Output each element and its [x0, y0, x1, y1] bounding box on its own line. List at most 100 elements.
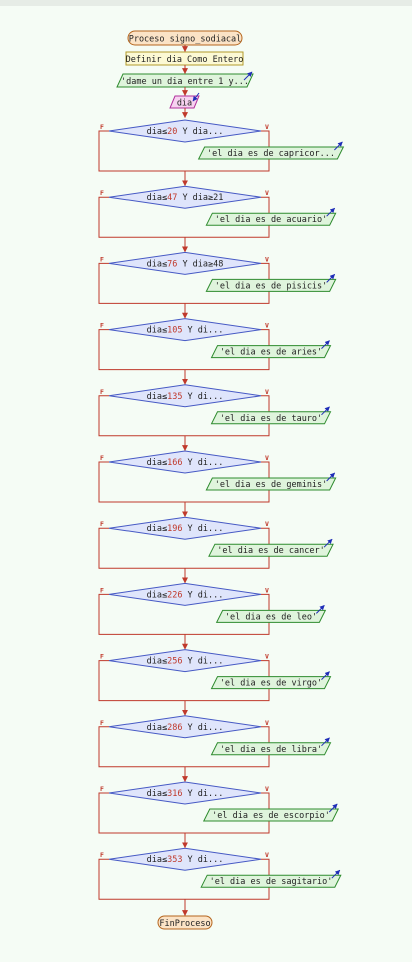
decision-condition: dia≤256 Y di...: [147, 657, 224, 667]
false-label: F: [100, 123, 104, 131]
condition-number: 256: [167, 657, 182, 667]
output-text: 'el dia es de sagitario': [210, 877, 333, 887]
condition-suffix: Y dia...: [177, 127, 223, 137]
output-text: 'el dia es de pisicis': [215, 281, 328, 291]
start-label: Proceso signo_sodiacal: [129, 35, 242, 45]
true-label: V: [265, 322, 269, 330]
true-label: V: [265, 653, 269, 661]
false-branch-line: [98, 858, 185, 900]
output-text: 'el dia es de libra': [220, 745, 322, 755]
output-text: 'el dia es de cancer': [217, 546, 324, 556]
condition-prefix: dia≤: [147, 855, 167, 865]
true-label: V: [265, 388, 269, 396]
condition-prefix: dia≤: [147, 326, 167, 336]
condition-prefix: dia≤: [147, 789, 167, 799]
decision-condition: dia≤166 Y di...: [147, 458, 224, 468]
condition-number: 105: [167, 326, 182, 336]
prompt-label: 'dame un dia entre 1 y...: [121, 77, 249, 87]
false-label: F: [100, 520, 104, 528]
read-label: dia: [177, 99, 192, 109]
condition-prefix: dia≤: [147, 127, 167, 137]
decision-condition: dia≤135 Y di...: [147, 392, 224, 402]
decision-condition: dia≤76 Y dia≥48: [147, 259, 224, 269]
output-arrow-icon: [331, 869, 341, 879]
false-label: F: [100, 785, 104, 793]
condition-suffix: Y dia≥21: [177, 193, 223, 203]
output-box: [205, 278, 337, 292]
condition-prefix: dia≤: [147, 723, 167, 733]
false-label: F: [100, 454, 104, 462]
output-box: [210, 676, 332, 690]
output-box: [208, 543, 334, 557]
output-box: [205, 477, 337, 491]
condition-suffix: Y dia≥48: [177, 259, 223, 269]
top-bar: [0, 0, 412, 6]
false-label: F: [100, 255, 104, 263]
output-text: 'el dia es de escorpio': [212, 811, 330, 821]
output-box: [200, 874, 342, 888]
condition-suffix: Y di...: [182, 590, 223, 600]
output-text: 'el dia es de leo': [225, 612, 317, 622]
output-box: [197, 146, 345, 160]
false-branch-line: [98, 196, 185, 238]
output-arrow-icon: [243, 71, 253, 81]
false-branch-line: [98, 130, 185, 172]
output-arrow-icon: [328, 803, 338, 813]
output-arrow-icon: [326, 207, 336, 217]
output-box: [210, 345, 332, 359]
output-arrow-icon: [326, 274, 336, 283]
false-branch-line: [98, 593, 185, 635]
output-box: [210, 411, 332, 425]
condition-prefix: dia≤: [147, 524, 167, 534]
prompt-output: 'dame un dia entre 1 y...: [116, 71, 254, 88]
output-arrow-icon: [315, 605, 325, 614]
condition-number: 316: [167, 789, 182, 799]
false-branch-line: [98, 329, 185, 371]
condition-number: 226: [167, 590, 182, 600]
condition-number: 135: [167, 392, 182, 402]
define-block: Definir dia Como Entero: [125, 51, 244, 66]
condition-number: 76: [167, 259, 177, 269]
false-label: F: [100, 586, 104, 594]
condition-suffix: Y di...: [182, 855, 223, 865]
output-arrow-icon: [321, 340, 330, 349]
condition-number: 196: [167, 524, 182, 534]
output-arrow-icon: [326, 472, 336, 482]
condition-prefix: dia≤: [147, 458, 167, 468]
start-terminal: Proceso signo_sodiacal: [127, 30, 243, 46]
true-label: V: [265, 785, 269, 793]
output-arrow-icon: [321, 406, 330, 416]
output-arrow-icon: [334, 141, 343, 151]
define-label: Definir dia Como Entero: [126, 55, 244, 65]
decision-condition: dia≤105 Y di...: [147, 326, 224, 336]
condition-number: 166: [167, 458, 182, 468]
output-arrow-icon: [323, 538, 333, 548]
true-label: V: [265, 520, 269, 528]
condition-suffix: Y di...: [182, 458, 223, 468]
output-box: [202, 808, 340, 822]
true-label: V: [265, 189, 269, 197]
output-text: 'el dia es de capricor...: [207, 149, 335, 159]
false-branch-line: [98, 461, 185, 503]
output-arrow-icon: [321, 671, 330, 680]
true-label: V: [265, 454, 269, 462]
output-text: 'el dia es de geminis': [215, 480, 328, 490]
end-label: FinProceso: [159, 919, 210, 929]
decision-condition: dia≤353 Y di...: [147, 855, 224, 865]
input-arrow-icon: [192, 92, 200, 102]
false-label: F: [100, 719, 104, 727]
decision-condition: dia≤47 Y dia≥21: [147, 193, 224, 203]
condition-suffix: Y di...: [182, 723, 223, 733]
decision-block: dia≤166 Y di... F V 'el dia es de geminis': [98, 450, 337, 518]
decision-condition: dia≤196 Y di...: [147, 524, 224, 534]
true-label: V: [265, 719, 269, 727]
output-text: 'el dia es de tauro': [220, 414, 322, 424]
